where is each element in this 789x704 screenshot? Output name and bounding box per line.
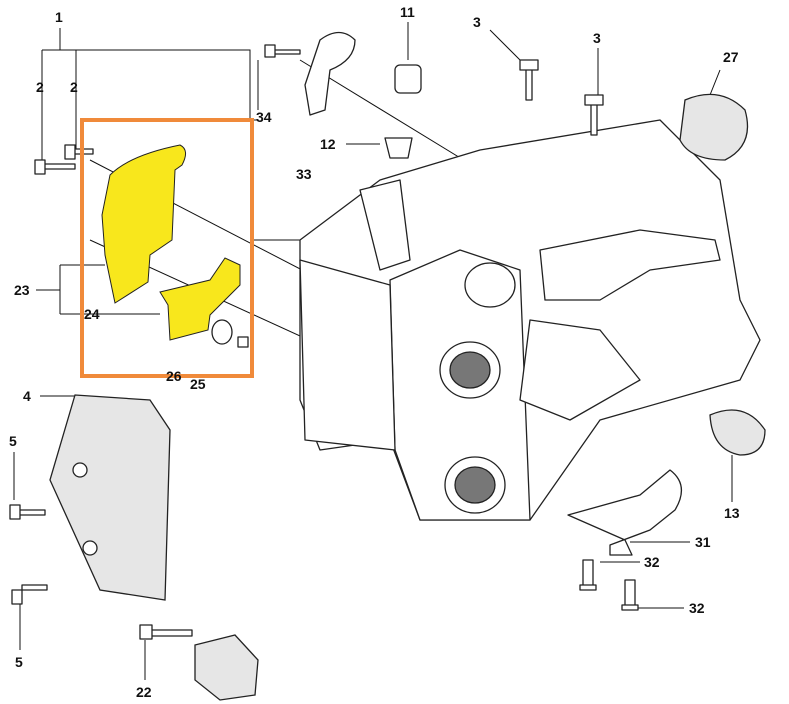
label-26: 26 bbox=[166, 368, 182, 384]
label-5: 5 bbox=[9, 433, 17, 449]
label-3: 3 bbox=[593, 30, 601, 46]
small-parts bbox=[9, 31, 766, 701]
label-33: 33 bbox=[296, 166, 312, 182]
label-23: 23 bbox=[14, 282, 30, 298]
label-5: 5 bbox=[15, 654, 23, 670]
label-2: 2 bbox=[70, 79, 78, 95]
label-2: 2 bbox=[36, 79, 44, 95]
part-labels: 1 2 2 34 11 3 3 27 12 33 23 24 26 25 4 5… bbox=[9, 4, 740, 700]
label-25: 25 bbox=[190, 376, 206, 392]
part-24 bbox=[159, 257, 241, 341]
label-3: 3 bbox=[473, 14, 481, 30]
highlighted-parts bbox=[80, 118, 254, 378]
label-4: 4 bbox=[23, 388, 31, 404]
label-24: 24 bbox=[84, 306, 100, 322]
label-34: 34 bbox=[256, 109, 272, 125]
part-23 bbox=[101, 144, 186, 304]
part-25 bbox=[237, 336, 249, 348]
label-11: 11 bbox=[400, 4, 415, 20]
label-27: 27 bbox=[723, 49, 739, 65]
part-26 bbox=[211, 319, 233, 345]
label-1: 1 bbox=[55, 9, 63, 25]
label-31: 31 bbox=[695, 534, 711, 550]
label-32: 32 bbox=[644, 554, 660, 570]
label-13: 13 bbox=[724, 505, 740, 521]
label-32: 32 bbox=[689, 600, 705, 616]
label-12: 12 bbox=[320, 136, 336, 152]
crankcase bbox=[299, 119, 761, 521]
highlight-box bbox=[80, 118, 254, 378]
label-22: 22 bbox=[136, 684, 152, 700]
